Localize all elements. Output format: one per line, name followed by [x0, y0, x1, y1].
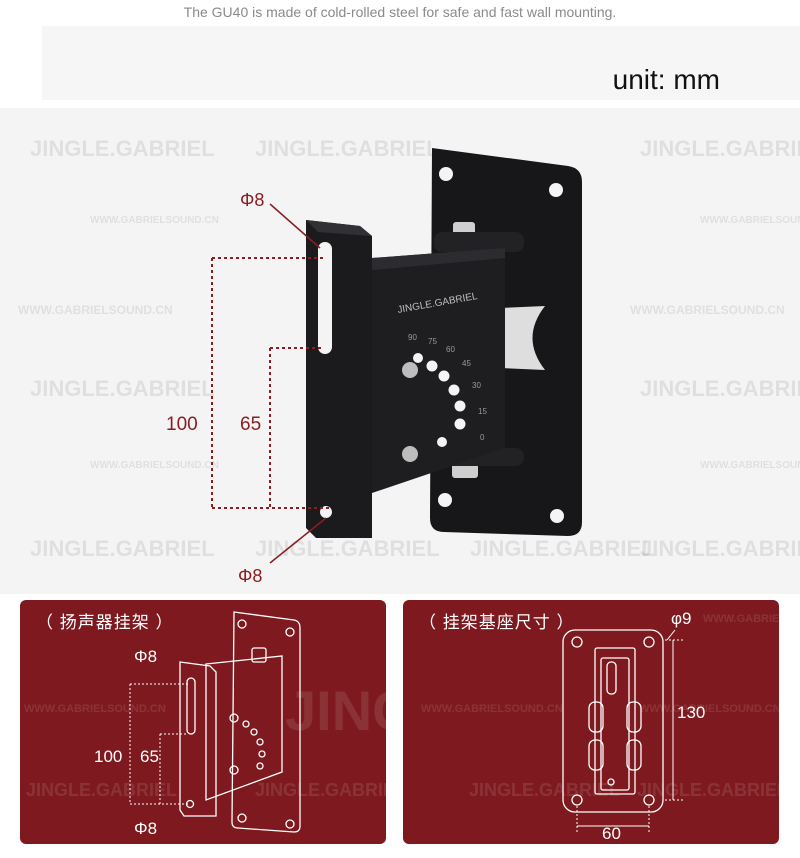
locking-bolt [402, 362, 418, 378]
watermark-site: WWW.GABRIELSOUND.CN [421, 703, 563, 715]
mount-hole [550, 509, 564, 523]
base-dimensions-panel: WWW.GABRIELSOUND.CN WWW.GABRIELSOUND.CN … [403, 600, 779, 844]
base-width-label: 60 [602, 824, 621, 843]
watermark-logo: JINGLE [285, 679, 386, 742]
angle-mark: 30 [472, 381, 481, 390]
angle-mark: 90 [408, 333, 417, 342]
unit-band [42, 26, 800, 100]
watermark-brand: JINGLE.GABRIEL [640, 536, 800, 561]
watermark-brand: JINGLE.GABRIEL [470, 536, 655, 561]
locking-bolt [402, 446, 418, 462]
base-dimensions: φ9 130 60 [576, 609, 705, 843]
outer-span-label: 100 [166, 414, 198, 435]
angle-mark: 75 [428, 337, 437, 346]
top-caption: The GU40 is made of cold-rolled steel fo… [183, 4, 617, 20]
speaker-bracket-title: （ 扬声器挂架 ） [36, 613, 174, 632]
panel-hole-bottom-label: Φ8 [134, 819, 157, 838]
bracket-line-drawing [179, 611, 301, 833]
angle-mark: 60 [446, 345, 455, 354]
panel-outer-span-label: 100 [94, 747, 122, 766]
product-hero-illustration: JINGLE.GABRIEL JINGLE.GABRIEL JINGLE.GAB… [18, 136, 800, 586]
panel-hole-top-label: Φ8 [134, 647, 157, 666]
watermark-brand: JINGLE.GABRIEL [30, 376, 215, 401]
watermark-brand: JINGLE.GABRIEL [637, 780, 779, 800]
base-line-drawing [562, 629, 664, 813]
speaker-bracket-panel: WWW.GABRIELSOUND.CN JINGLE.GABRIEL JINGL… [20, 600, 386, 844]
base-height-label: 130 [677, 703, 705, 722]
watermark-site: WWW.GABRIELSOUND.CN [700, 215, 800, 226]
speaker-bracket [306, 220, 372, 538]
watermark-brand: JINGLE.GABRIEL [640, 136, 800, 161]
hole-bottom-label: Φ8 [238, 566, 262, 586]
base-plate-diagram: WWW.GABRIELSOUND.CN WWW.GABRIELSOUND.CN … [421, 609, 779, 843]
inner-span-label: 65 [240, 414, 261, 435]
panel-inner-span-label: 65 [140, 747, 159, 766]
watermark-brand: JINGLE.GABRIEL [30, 536, 215, 561]
watermark-site: WWW.GABRIELSOUND.CN [90, 460, 219, 471]
watermark-site: WWW.GABRIELSOUND.CN [630, 303, 785, 317]
angle-mark: 45 [462, 359, 471, 368]
watermark-site: WWW.GABRIELSOUND.CN [24, 703, 166, 715]
product-hero: JINGLE.GABRIEL JINGLE.GABRIEL JINGLE.GAB… [0, 108, 800, 594]
watermark-brand: JINGLE.GABRIEL [30, 136, 215, 161]
unit-label: unit: mm [612, 64, 720, 95]
mount-hole [438, 493, 452, 507]
watermark-site: WWW.GABRIELSOUND.CN [18, 303, 173, 317]
watermark-brand: JINGLE.GABRIEL [255, 780, 386, 800]
speaker-bracket-diagram: WWW.GABRIELSOUND.CN JINGLE.GABRIEL JINGL… [24, 611, 386, 838]
panel-dimensions: Φ8 Φ8 100 65 [94, 647, 190, 838]
swivel-arm: JINGLE.GABRIEL 90 75 60 45 30 15 0 [372, 248, 505, 493]
watermark-brand: JINGLE.GABRIEL [255, 136, 440, 161]
angle-mark: 15 [478, 407, 487, 416]
bracket-slot [318, 242, 332, 354]
watermark-site: WWW.GABRIELSOUND.CN [703, 613, 779, 625]
mount-hole [439, 167, 453, 181]
hero-dimensions: Φ8 Φ8 100 65 [166, 190, 330, 586]
angle-mark: 0 [480, 433, 485, 442]
base-dimensions-title: （ 挂架基座尺寸 ） [419, 613, 575, 632]
watermark-brand: JINGLE.GABRIEL [255, 536, 440, 561]
hole-top-label: Φ8 [240, 190, 264, 210]
watermark-site: WWW.GABRIELSOUND.CN [90, 215, 219, 226]
watermark-site: WWW.GABRIELSOUND.CN [700, 460, 800, 471]
mount-hole [549, 183, 563, 197]
watermark-brand: JINGLE.GABRIEL [640, 376, 800, 401]
watermark-site: WWW.GABRIELSOUND.CN [639, 703, 779, 715]
watermark-brand: JINGLE.GABRIEL [26, 780, 177, 800]
base-hole-label: φ9 [671, 609, 691, 628]
watermark-brand: JINGLE.GABRIEL [469, 780, 620, 800]
